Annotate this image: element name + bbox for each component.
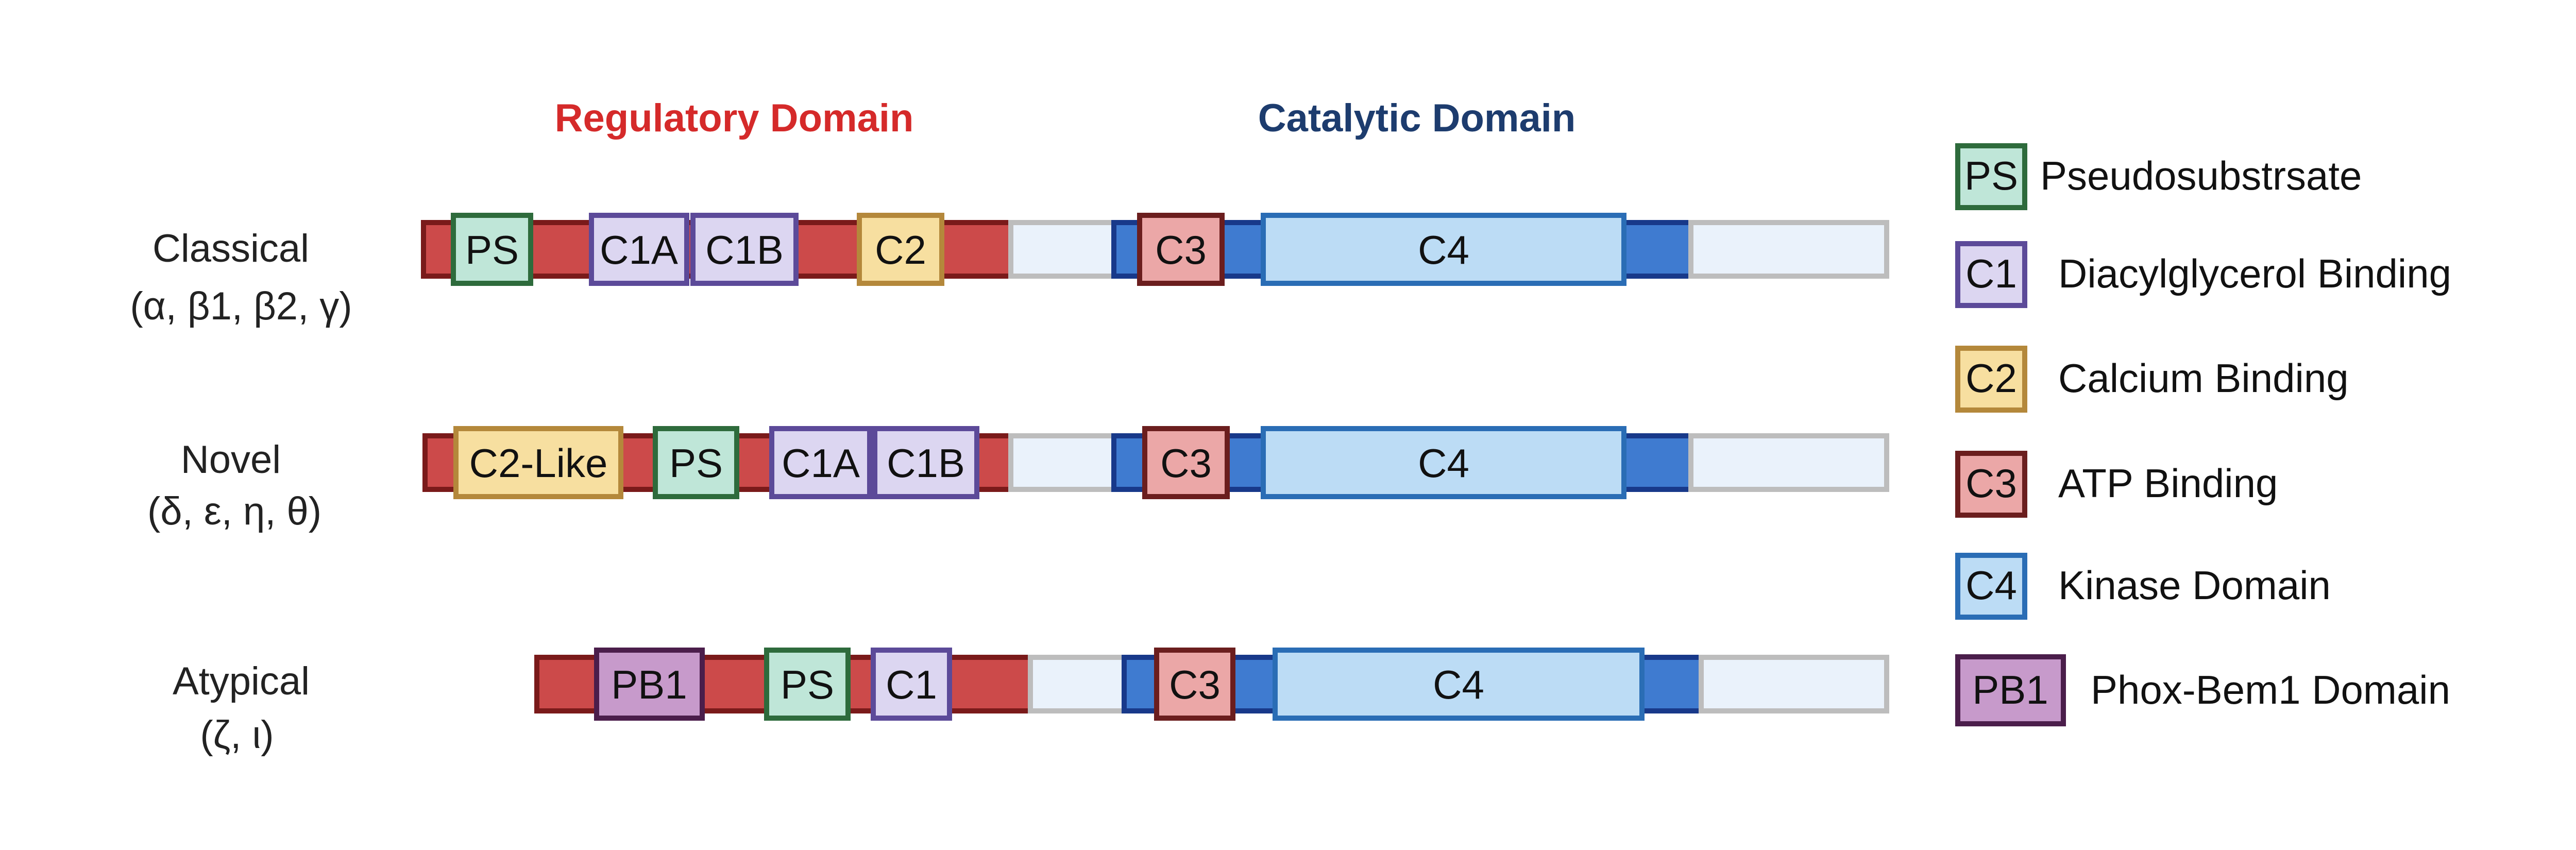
regulatory-domain-header: Regulatory Domain: [555, 96, 914, 140]
linker-segment: [1028, 655, 1127, 713]
legend-item-c4: C4 Kinase Domain: [1955, 553, 2331, 620]
svg-text:C1A: C1A: [600, 227, 678, 273]
legend-item-c2: C2 Calcium Binding: [1955, 346, 2349, 413]
tail-segment: [1688, 220, 1889, 279]
svg-text:C2: C2: [875, 227, 926, 273]
legend-label-pb1: Phox-Bem1 Domain: [2091, 667, 2450, 712]
svg-text:C1: C1: [1965, 251, 2017, 296]
row-label-novel: Novel: [181, 438, 281, 482]
row-atypical: Atypical (ζ, ι) PB1 PS C1 C3 C4: [173, 648, 1889, 757]
legend-swatch-c3: [1955, 451, 2027, 518]
legend-label-c4: Kinase Domain: [2058, 563, 2331, 608]
legend-label-c1: Diacylglycerol Binding: [2058, 251, 2451, 296]
legend-swatch-pb1: [1955, 654, 2066, 726]
domain-c1: C1: [871, 648, 952, 721]
row-sublabel-classical: (α, β1, β2, γ): [130, 284, 352, 328]
catalytic-domain-header: Catalytic Domain: [1258, 96, 1576, 140]
domain-pb1: PB1: [594, 648, 705, 721]
svg-text:PS: PS: [465, 227, 519, 273]
svg-text:C2-Like: C2-Like: [469, 440, 608, 486]
domain-c1b: C1B: [690, 213, 799, 286]
svg-text:C4: C4: [1418, 440, 1469, 486]
domain-c4: C4: [1261, 213, 1626, 286]
domain-c3: C3: [1142, 426, 1230, 499]
svg-text:PB1: PB1: [611, 662, 687, 707]
svg-text:C2: C2: [1965, 355, 2017, 401]
tail-segment: [1688, 433, 1889, 492]
domain-c3: C3: [1154, 648, 1235, 721]
legend: PS Pseudosubstrsate C1 Diacylglycerol Bi…: [1955, 143, 2451, 726]
domain-c1a: C1A: [589, 213, 689, 286]
legend-swatch-ps: [1955, 143, 2027, 210]
legend-swatch-c2: [1955, 346, 2027, 413]
linker-segment: [1008, 220, 1116, 279]
domain-c4: C4: [1273, 648, 1645, 721]
svg-text:PS: PS: [1964, 153, 2018, 198]
svg-text:C3: C3: [1169, 662, 1221, 707]
svg-text:C1B: C1B: [705, 227, 784, 273]
legend-label-c2: Calcium Binding: [2058, 355, 2349, 401]
domain-ps: PS: [764, 648, 851, 721]
domain-c1b: C1B: [872, 426, 979, 499]
row-sublabel-atypical: (ζ, ι): [200, 713, 274, 757]
row-classical: Classical (α, β1, β2, γ) PS C1A C1B C2 C…: [130, 213, 1889, 328]
legend-item-ps: PS Pseudosubstrsate: [1955, 143, 2362, 210]
legend-label-ps: Pseudosubstrsate: [2040, 153, 2362, 198]
svg-text:C3: C3: [1160, 440, 1212, 486]
svg-text:C3: C3: [1965, 461, 2017, 506]
svg-text:PS: PS: [669, 440, 723, 486]
domain-c1a: C1A: [769, 426, 872, 499]
tail-segment: [1699, 655, 1889, 713]
domain-ps: PS: [653, 426, 739, 499]
svg-text:C1A: C1A: [782, 440, 860, 486]
svg-text:C4: C4: [1965, 563, 2017, 608]
svg-text:C3: C3: [1155, 227, 1207, 273]
legend-swatch-c1: [1955, 241, 2027, 308]
domain-c2-like: C2-Like: [453, 426, 623, 499]
row-label-classical: Classical: [152, 227, 309, 270]
legend-item-c1: C1 Diacylglycerol Binding: [1955, 241, 2451, 308]
domain-c4: C4: [1261, 426, 1626, 499]
svg-text:C1B: C1B: [887, 440, 965, 486]
svg-text:PB1: PB1: [1972, 667, 2048, 712]
domain-c2: C2: [857, 213, 944, 286]
legend-label-c3: ATP Binding: [2058, 461, 2278, 506]
linker-segment: [1008, 433, 1116, 492]
row-sublabel-novel: (δ, ε, η, θ): [147, 489, 321, 533]
legend-swatch-c4: [1955, 553, 2027, 620]
row-novel: Novel (δ, ε, η, θ) C2-Like PS C1A C1B C3: [147, 426, 1889, 533]
legend-item-c3: C3 ATP Binding: [1955, 451, 2278, 518]
domain-c3: C3: [1137, 213, 1225, 286]
svg-text:C1: C1: [886, 662, 937, 707]
row-label-atypical: Atypical: [173, 659, 310, 703]
svg-text:C4: C4: [1433, 662, 1484, 707]
svg-text:C4: C4: [1418, 227, 1469, 273]
legend-item-pb1: PB1 Phox-Bem1 Domain: [1955, 654, 2450, 726]
domain-ps: PS: [451, 213, 533, 286]
svg-text:PS: PS: [781, 662, 834, 707]
